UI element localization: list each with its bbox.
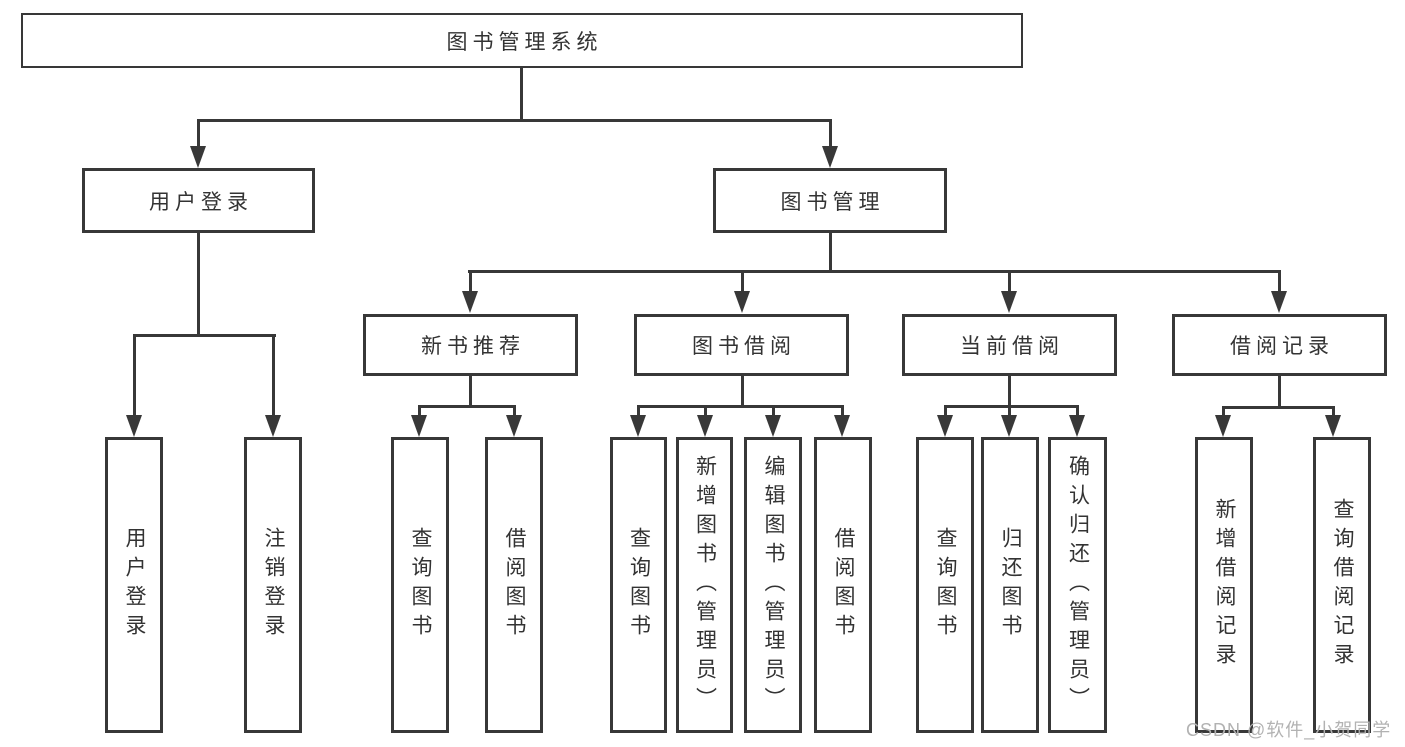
connector-line xyxy=(197,119,832,122)
connector-line xyxy=(133,334,276,337)
node-new-book-recommend: 新书推荐 xyxy=(363,314,578,376)
csdn-watermark: CSDN @软件_小贺同学 xyxy=(1186,720,1392,740)
node-book-management: 图书管理 xyxy=(713,168,947,233)
connector-line xyxy=(944,405,1079,408)
arrow-down-icon xyxy=(1001,291,1017,313)
arrow-down-icon xyxy=(630,415,646,437)
arrow-down-icon xyxy=(1325,415,1341,437)
leaf-query-book-current: 查询图书 xyxy=(916,437,974,733)
connector-line xyxy=(418,408,421,417)
connector-line xyxy=(637,405,844,408)
arrow-down-icon xyxy=(834,415,850,437)
arrow-down-icon xyxy=(937,415,953,437)
connector-line xyxy=(468,270,1281,273)
arrow-down-icon xyxy=(190,146,206,168)
connector-line xyxy=(944,408,947,417)
arrow-down-icon xyxy=(506,415,522,437)
connector-line xyxy=(829,122,832,148)
leaf-return-book: 归还图书 xyxy=(981,437,1039,733)
connector-line xyxy=(841,408,844,417)
connector-line xyxy=(418,405,516,408)
connector-line xyxy=(1278,273,1281,293)
connector-line xyxy=(741,273,744,293)
node-book-borrow: 图书借阅 xyxy=(634,314,849,376)
connector-line xyxy=(1008,408,1011,417)
connector-line xyxy=(513,408,516,417)
arrow-down-icon xyxy=(411,415,427,437)
connector-line xyxy=(1332,409,1335,417)
connector-line xyxy=(1278,376,1281,409)
node-root: 图书管理系统 xyxy=(21,13,1023,68)
leaf-query-book-newrec: 查询图书 xyxy=(391,437,449,733)
leaf-query-book-borrow: 查询图书 xyxy=(610,437,667,733)
arrow-down-icon xyxy=(1001,415,1017,437)
leaf-add-borrow-record: 新增借阅记录 xyxy=(1195,437,1253,733)
arrow-down-icon xyxy=(765,415,781,437)
arrow-down-icon xyxy=(734,291,750,313)
connector-line xyxy=(272,337,275,415)
node-borrow-record: 借阅记录 xyxy=(1172,314,1387,376)
connector-line xyxy=(197,122,200,148)
arrow-down-icon xyxy=(697,415,713,437)
arrow-down-icon xyxy=(1069,415,1085,437)
connector-line xyxy=(197,233,200,337)
connector-line xyxy=(1222,406,1335,409)
connector-line xyxy=(469,376,472,408)
connector-line xyxy=(741,376,744,408)
arrow-down-icon xyxy=(265,415,281,437)
leaf-logout: 注销登录 xyxy=(244,437,302,733)
arrow-down-icon xyxy=(462,291,478,313)
leaf-borrow-book: 借阅图书 xyxy=(814,437,872,733)
leaf-query-borrow-record: 查询借阅记录 xyxy=(1313,437,1371,733)
arrow-down-icon xyxy=(1215,415,1231,437)
connector-line xyxy=(1076,408,1079,417)
connector-line xyxy=(1008,273,1011,293)
leaf-confirm-return-admin: 确认归还（管理员） xyxy=(1048,437,1107,733)
arrow-down-icon xyxy=(126,415,142,437)
leaf-edit-book-admin: 编辑图书（管理员） xyxy=(744,437,802,733)
node-current-borrow: 当前借阅 xyxy=(902,314,1117,376)
connector-line xyxy=(772,408,775,417)
leaf-borrow-book-newrec: 借阅图书 xyxy=(485,437,543,733)
leaf-add-book-admin: 新增图书（管理员） xyxy=(676,437,733,733)
connector-line xyxy=(1222,409,1225,417)
connector-line xyxy=(829,233,832,273)
connector-line xyxy=(637,408,640,417)
connector-line xyxy=(704,408,707,417)
connector-line xyxy=(1008,376,1011,408)
leaf-user-login: 用户登录 xyxy=(105,437,163,733)
connector-line xyxy=(469,273,472,293)
node-user-login: 用户登录 xyxy=(82,168,315,233)
arrow-down-icon xyxy=(822,146,838,168)
connector-line xyxy=(520,68,523,122)
connector-line xyxy=(133,337,136,415)
arrow-down-icon xyxy=(1271,291,1287,313)
